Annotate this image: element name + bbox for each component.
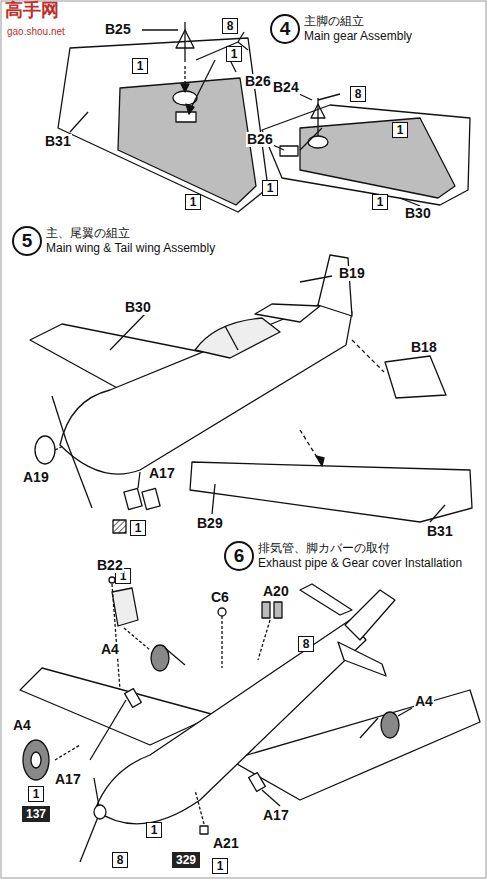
part-label: A17 [262,808,290,823]
part-label: B19 [338,266,366,281]
part-label: A19 [22,470,50,485]
heading-text: 主脚の組立 [304,14,412,29]
part-label: B31 [426,524,454,539]
color-number: 1 [231,47,238,61]
color-number: 8 [303,637,310,651]
heading-text: Main wing & Tail wing Assembly [46,241,215,256]
color-number: 8 [227,19,234,33]
watermark: gao.shou.net [6,24,66,39]
step-title: 主、尾翼の組立Main wing & Tail wing Assembly [46,226,215,256]
part-label: B31 [44,134,72,149]
step-title: 排気管、脚カバーの取付Exhaust pipe & Gear cover Ins… [258,541,462,571]
color-callout: 8 [350,86,366,102]
color-number: 1 [190,195,197,209]
color-number: 8 [117,853,124,867]
color-callout: 1 [185,194,201,210]
color-callout: 1 [28,786,44,802]
color-callout: 8 [222,18,238,34]
color-callout: 1 [262,180,278,196]
part-label: A4 [100,642,120,657]
color-number: 1 [377,195,384,209]
heading-text: 主、尾翼の組立 [46,226,215,241]
heading-text: Main gear Assembly [304,29,412,44]
color-callout: 8 [298,636,314,652]
color-number: 329 [176,853,196,867]
color-callout: 1 [392,122,408,138]
part-label: B18 [410,340,438,355]
part-label: A20 [262,584,290,599]
step-number: 5 [12,226,42,256]
part-label: A4 [414,694,434,709]
part-label: B30 [124,300,152,315]
part-label: A4 [12,718,32,733]
color-callout: 329 [172,852,200,868]
part-label: B24 [272,80,300,95]
part-label: B26 [244,74,272,89]
color-callout: 1 [212,858,228,874]
color-number: 1 [33,787,40,801]
watermark: 高手网 [4,2,60,17]
part-label: B25 [104,22,132,37]
color-number: 1 [151,823,158,837]
step-heading: 4主脚の組立Main gear Assembly [270,14,412,44]
color-callout: 137 [22,806,50,822]
color-callout: 1 [146,822,162,838]
heading-text: Exhaust pipe & Gear cover Installation [258,556,462,571]
part-label: A21 [212,836,240,851]
part-label: B29 [196,516,224,531]
color-number: 8 [355,87,362,101]
color-number: 1 [137,59,144,73]
color-callout: 1 [130,520,146,536]
color-callout: 1 [132,58,148,74]
color-number: 1 [267,181,274,195]
color-number: 1 [135,521,142,535]
part-label: B30 [404,206,432,221]
part-label: B26 [246,132,274,147]
color-number: 1 [217,859,224,873]
color-callout: 8 [112,852,128,868]
step-heading: 5主、尾翼の組立Main wing & Tail wing Assembly [12,226,215,256]
color-callout: 1 [372,194,388,210]
part-label: A17 [54,772,82,787]
part-label: C6 [210,590,230,605]
step-number: 6 [224,541,254,571]
color-number: 1 [397,123,404,137]
step-title: 主脚の組立Main gear Assembly [304,14,412,44]
heading-text: 排気管、脚カバーの取付 [258,541,462,556]
part-label: B22 [96,558,124,573]
color-number: 137 [26,807,46,821]
step-number: 4 [270,14,300,44]
part-label: A17 [148,466,176,481]
step-heading: 6排気管、脚カバーの取付Exhaust pipe & Gear cover In… [224,541,462,571]
color-callout: 1 [226,46,242,62]
